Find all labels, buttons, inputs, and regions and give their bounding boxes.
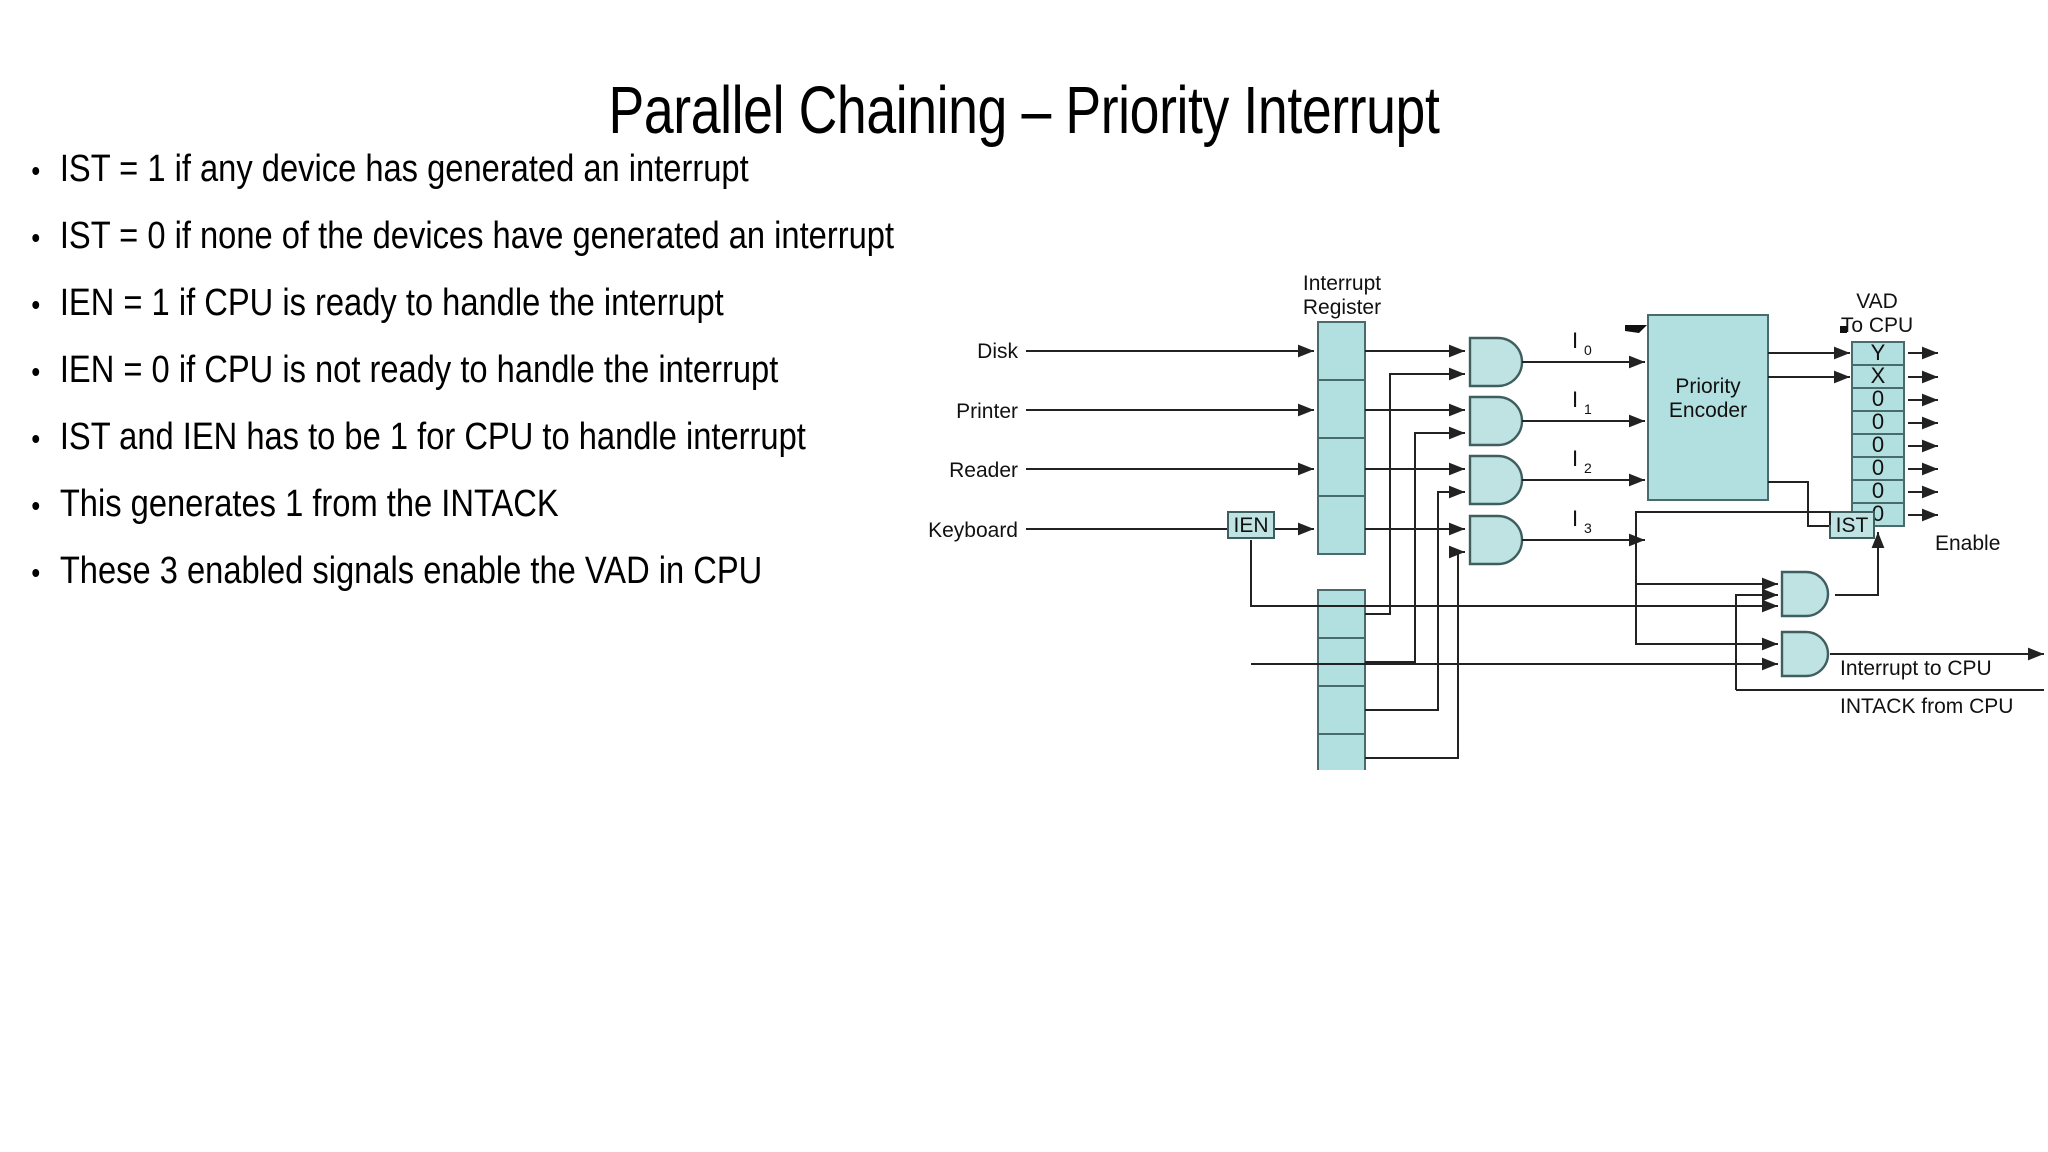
ien-flag-label: IEN xyxy=(1233,514,1268,537)
wire-ien-to-enable-gate xyxy=(1250,540,1778,613)
bullet-dot-icon xyxy=(32,569,40,577)
interrupt-register-label-line2: Register xyxy=(1303,296,1381,319)
and-gate-i3 xyxy=(1468,514,1524,566)
signal-sub-i1: 1 xyxy=(1584,401,1592,417)
interrupt-register-label-line1: Interrupt xyxy=(1303,272,1381,295)
wire-mask2-gate2 xyxy=(1365,485,1465,711)
bullet-dot-icon xyxy=(32,368,40,376)
signal-label-i3: I xyxy=(1572,506,1578,531)
vad-register-label-line1: VAD xyxy=(1856,290,1898,313)
device-label-printer: Printer xyxy=(956,400,1018,423)
list-item: IEN = 1 if CPU is ready to handle the in… xyxy=(22,282,1037,324)
list-item: IST and IEN has to be 1 for CPU to handl… xyxy=(22,416,1037,458)
wire-ist-to-interrupt-gate xyxy=(1635,512,1778,651)
and-gate-interrupt xyxy=(1780,630,1830,678)
vad-cell-value: 0 xyxy=(1872,409,1884,434)
mask-register-cell xyxy=(1317,733,1366,770)
intack-from-cpu-label: INTACK from CPU xyxy=(1840,695,2013,718)
list-item: IST = 0 if none of the devices have gene… xyxy=(22,215,1037,257)
vad-cell-value: 0 xyxy=(1872,455,1884,480)
page-title: Parallel Chaining – Priority Interrupt xyxy=(608,73,1440,148)
list-item: This generates 1 from the INTACK xyxy=(22,483,1037,525)
mask-register xyxy=(1317,589,1366,770)
signal-label-i1: I xyxy=(1572,387,1578,412)
wire-mask3-gate3 xyxy=(1365,545,1465,759)
priority-encoder-label-line2: Encoder xyxy=(1669,399,1747,422)
mask-register-cell xyxy=(1317,637,1366,687)
device-label-reader: Reader xyxy=(949,459,1018,482)
vad-cell-value: X xyxy=(1871,363,1886,388)
image-artifact-right xyxy=(1840,326,1847,333)
bullet-text: This generates 1 from the INTACK xyxy=(59,483,559,525)
ien-flag: IEN xyxy=(1227,511,1275,539)
bullet-text: IEN = 1 if CPU is ready to handle the in… xyxy=(59,282,724,324)
device-label-keyboard: Keyboard xyxy=(928,519,1018,542)
priority-interrupt-diagram: Interrupt Register Disk Printer Reader K… xyxy=(830,250,2048,770)
bullet-text: These 3 enabled signals enable the VAD i… xyxy=(59,550,763,592)
bullet-text: IST = 0 if none of the devices have gene… xyxy=(59,215,895,257)
ist-flag-label: IST xyxy=(1836,514,1869,537)
bullet-dot-icon xyxy=(32,167,40,175)
interrupt-to-cpu-label: Interrupt to CPU xyxy=(1840,657,1992,680)
signal-sub-i3: 3 xyxy=(1584,520,1592,536)
vad-cell-value: 0 xyxy=(1872,432,1884,457)
vad-register: Y X 0 0 0 0 0 0 xyxy=(1851,340,1938,527)
device-label-disk: Disk xyxy=(977,340,1018,363)
interrupt-register-cell xyxy=(1317,437,1366,497)
signal-sub-i2: 2 xyxy=(1584,460,1592,476)
bullet-dot-icon xyxy=(32,301,40,309)
interrupt-register-cell xyxy=(1317,379,1366,439)
interrupt-register xyxy=(1317,321,1366,555)
ist-flag: IST xyxy=(1829,511,1875,539)
enable-signal-label: Enable xyxy=(1935,532,2000,555)
vad-cell-value: 0 xyxy=(1872,386,1884,411)
vad-cell-value: 0 xyxy=(1872,478,1884,503)
wire-intack-to-enable-gate xyxy=(1735,588,1778,690)
wire-mask1-gate1 xyxy=(1365,426,1465,663)
signal-label-i0: I xyxy=(1572,328,1578,353)
and-gate-enable xyxy=(1780,570,1830,618)
bullet-dot-icon xyxy=(32,502,40,510)
wire-mask0-gate0 xyxy=(1365,367,1465,615)
vad-register-label-line2: To CPU xyxy=(1841,314,1913,337)
and-gate-i1 xyxy=(1468,395,1524,447)
bullet-dot-icon xyxy=(32,435,40,443)
interrupt-register-cell xyxy=(1317,495,1366,555)
bullet-text: IST and IEN has to be 1 for CPU to handl… xyxy=(59,416,806,458)
vad-cell-value: Y xyxy=(1871,340,1886,365)
mask-register-cell xyxy=(1317,589,1366,639)
list-item: IEN = 0 if CPU is not ready to handle th… xyxy=(22,349,1037,391)
interrupt-register-cell xyxy=(1317,321,1366,381)
signal-label-i2: I xyxy=(1572,446,1578,471)
wire-enable xyxy=(1835,532,1885,596)
bullet-text: IST = 1 if any device has generated an i… xyxy=(59,148,749,190)
bullet-text: IEN = 0 if CPU is not ready to handle th… xyxy=(59,349,779,391)
priority-encoder-block xyxy=(1647,314,1769,501)
bullet-dot-icon xyxy=(32,234,40,242)
and-gate-i2 xyxy=(1468,454,1524,506)
mask-register-cell xyxy=(1317,685,1366,735)
list-item: IST = 1 if any device has generated an i… xyxy=(22,148,1037,190)
image-artifact-left xyxy=(1625,325,1647,333)
signal-sub-i0: 0 xyxy=(1584,342,1592,358)
bullet-list: IST = 1 if any device has generated an i… xyxy=(22,148,1202,617)
priority-encoder-label-line1: Priority xyxy=(1675,375,1741,398)
and-gate-i0 xyxy=(1468,336,1524,388)
list-item: These 3 enabled signals enable the VAD i… xyxy=(22,550,1037,592)
